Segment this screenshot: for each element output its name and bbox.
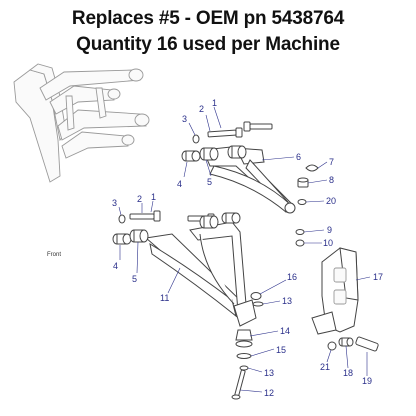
ball-joint-boot [235,329,253,348]
callout-9: 9 [327,225,332,235]
callout-12: 12 [264,388,274,398]
castle-nut-upper [297,177,309,188]
header-line-1: Replaces #5 - OEM pn 5438764 [71,8,345,29]
callout-13: 13 [282,296,292,306]
bushing-upper-left [181,150,201,162]
callout-6: 6 [296,152,301,162]
washer-9 [295,229,305,235]
bushing-18 [338,337,354,347]
callout-1: 1 [212,98,217,108]
callout-2: 2 [199,104,204,114]
callout-3: 3 [182,114,187,124]
washer-lower-3 [118,214,126,224]
mounting-bracket [311,247,359,335]
washer-upper [192,134,200,144]
callout-16: 16 [287,272,297,282]
leader-lines [118,106,371,393]
nut-10 [295,239,305,247]
bolt-lower-rear [129,210,161,222]
callout-2-lower: 2 [137,194,142,204]
callout-19: 19 [362,376,372,386]
bushing-upper-mid [199,147,219,161]
assembly-overview-illustration [13,63,150,183]
lower-a-arm [144,221,257,327]
callout-15: 15 [276,345,286,355]
callout-4-lower: 4 [113,261,118,271]
header-line-2: Quantity 16 used per Machine [76,34,340,55]
bolt-upper-rear [207,127,243,138]
callout-5-lower: 5 [132,274,137,284]
bushing-lower-mid [129,229,149,243]
callout-13-lower: 13 [264,368,274,378]
callout-17: 17 [373,272,383,282]
bolt-12 [231,369,246,400]
bolt-upper-front [243,121,273,132]
callout-3-lower: 3 [112,198,117,208]
washer-20 [297,199,307,205]
callout-labels: 1 2 3 4 5 6 7 8 20 3 2 1 9 10 4 5 16 17 … [112,98,383,398]
callout-10: 10 [323,238,333,248]
snap-ring-15 [236,353,252,359]
nut-16 [250,292,262,300]
callout-5: 5 [207,177,212,187]
bushing-lower-left [112,233,132,245]
washer-13-upper [252,301,264,307]
callout-21: 21 [320,362,330,372]
callout-7: 7 [329,157,334,167]
pin-19 [355,336,379,352]
callout-8: 8 [329,175,334,185]
callout-20: 20 [326,196,336,206]
front-label: Front [47,252,61,258]
cotter-pin [305,164,319,172]
bushing-lower-right-a [199,215,219,229]
callout-1-lower: 1 [151,192,156,202]
nut-21 [327,341,337,351]
callout-11: 11 [160,293,169,303]
callout-14: 14 [280,326,290,336]
callout-18: 18 [343,368,353,378]
washer-13-lower [239,365,249,371]
bushing-lower-right-b [221,212,241,224]
callout-4: 4 [177,179,182,189]
bushing-upper-right [227,145,247,159]
